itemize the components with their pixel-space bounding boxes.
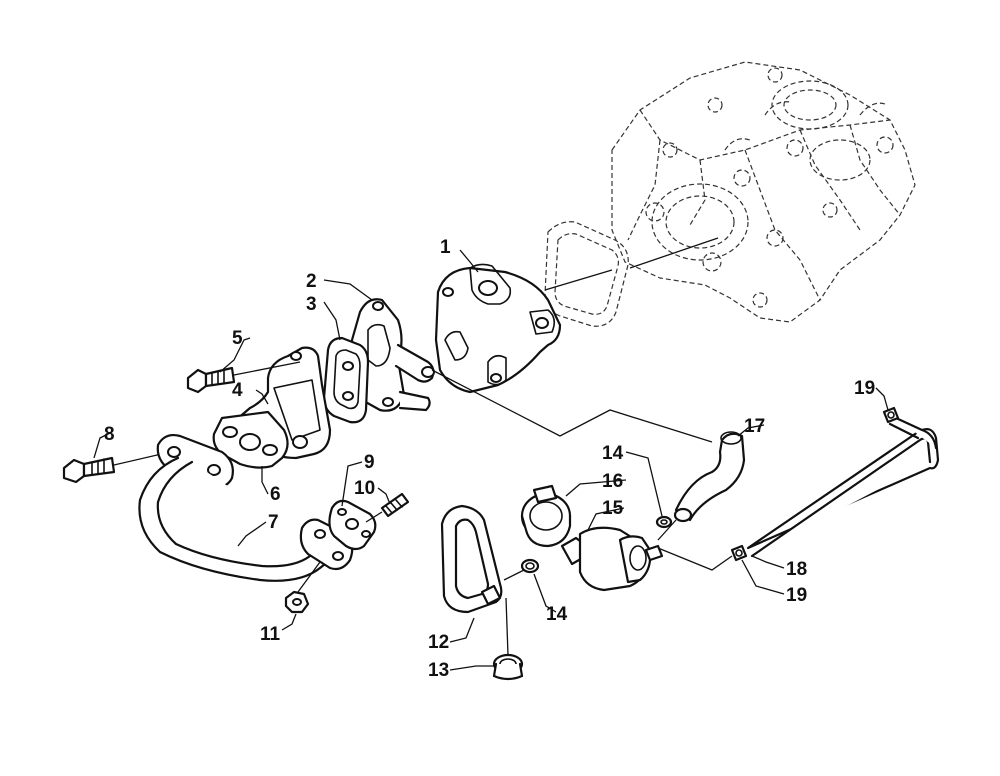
gasket-phantom — [544, 221, 629, 327]
callout-19-upper: 19 — [854, 378, 875, 399]
callout-9: 9 — [364, 452, 375, 473]
callout-2: 2 — [306, 271, 317, 292]
hose-part-17 — [673, 431, 746, 523]
bolt-part-5 — [186, 366, 236, 394]
leader-cover-to-hose — [431, 369, 713, 443]
callout-1: 1 — [440, 237, 451, 258]
leader-bolt-5 — [233, 361, 301, 376]
leader-clip-14-lower — [503, 569, 525, 581]
callout-8: 8 — [104, 424, 115, 445]
callout-14-upper: 14 — [602, 443, 624, 464]
bolt-part-8 — [62, 456, 116, 484]
leader-pump-to-line — [657, 547, 733, 571]
leader-stud-10 — [365, 511, 383, 523]
callout-4: 4 — [232, 380, 243, 401]
pump-part-15 — [560, 526, 664, 592]
callout-labels: 1 2 3 5 4 8 9 10 6 7 11 12 13 14 14 16 1… — [104, 237, 875, 681]
gasket-part-9 — [328, 499, 377, 551]
nut-part-11 — [284, 590, 310, 614]
callout-7: 7 — [268, 512, 279, 533]
engine-block-phantom — [611, 61, 916, 323]
callout-13: 13 — [428, 660, 449, 681]
leader-hose-17 — [657, 519, 677, 541]
callout-3: 3 — [306, 294, 317, 315]
clip-part-14-upper — [655, 515, 673, 529]
clamp-part-19-lower — [730, 544, 748, 562]
callout-16: 16 — [602, 471, 623, 492]
clamp-part-19-upper — [882, 406, 900, 424]
callout-11: 11 — [260, 624, 281, 645]
gasket-part-6 — [212, 410, 289, 469]
callout-12: 12 — [428, 632, 449, 653]
sleeve-part-16 — [520, 484, 572, 548]
callout-19-lower: 19 — [786, 585, 807, 606]
clip-part-14-lower — [520, 558, 540, 574]
callout-5: 5 — [232, 328, 243, 349]
hose-part-12 — [440, 504, 503, 614]
cover-part-1 — [434, 263, 562, 394]
gasket-part-3 — [322, 336, 370, 424]
leader-engine-center — [629, 237, 719, 269]
stud-part-10 — [380, 492, 410, 518]
line-part-18 — [746, 416, 940, 558]
leader-gasket-center — [544, 269, 613, 291]
callout-14-lower: 14 — [546, 604, 568, 625]
leader-nut-11 — [297, 561, 321, 593]
callout-6: 6 — [270, 484, 281, 505]
tube-part-7 — [138, 433, 354, 582]
clamp-part-13 — [492, 653, 524, 681]
spacer-part-2 — [350, 298, 435, 412]
callout-17: 17 — [744, 416, 765, 437]
callout-18: 18 — [786, 559, 807, 580]
callout-leaders — [93, 249, 889, 671]
callout-15: 15 — [602, 498, 624, 519]
leader-clamp-13 — [505, 597, 509, 656]
callout-10: 10 — [354, 478, 375, 499]
